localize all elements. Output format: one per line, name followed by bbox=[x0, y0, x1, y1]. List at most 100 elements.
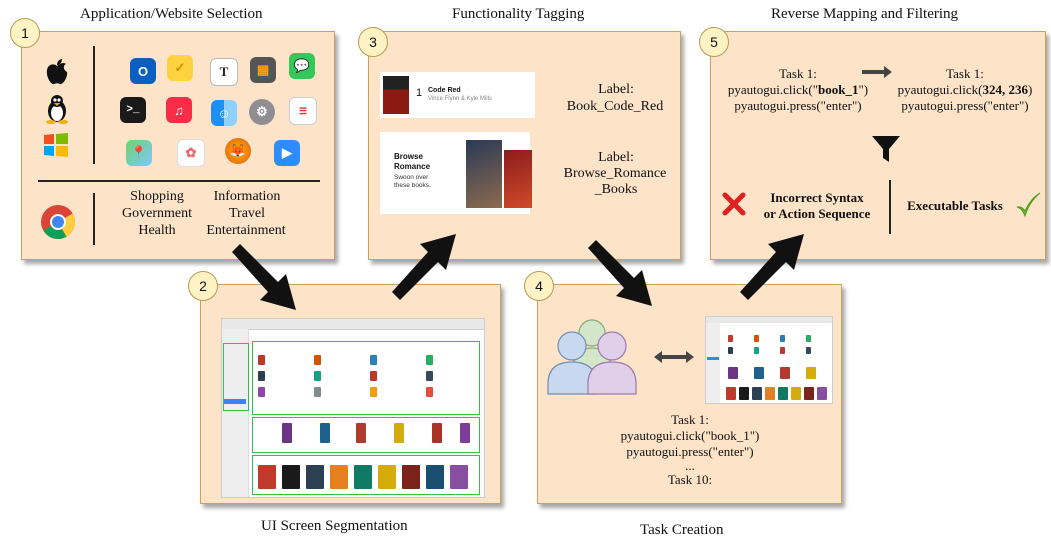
rm-left-line-click: pyautogui.click("book_1") bbox=[727, 82, 869, 97]
romance-cover-1 bbox=[466, 140, 502, 208]
coming-soon-cover bbox=[330, 465, 348, 489]
linux-icon bbox=[46, 95, 68, 124]
rm-right-line-press: pyautogui.press("enter") bbox=[901, 98, 1029, 113]
category-entertainment: Entertainment bbox=[206, 223, 286, 238]
step-badge-4: 4 bbox=[524, 271, 554, 301]
task-shot-cover bbox=[752, 387, 762, 400]
segment-box-coming-soon bbox=[252, 455, 480, 495]
windows-icon bbox=[44, 133, 68, 157]
chart-cover bbox=[258, 371, 265, 381]
book-title: Code Red bbox=[428, 87, 461, 94]
browse-title-line1: Browse bbox=[394, 152, 423, 161]
accept-check-icon bbox=[1016, 192, 1041, 218]
chart-cover bbox=[370, 371, 377, 381]
task-shot-cover bbox=[726, 387, 736, 400]
flow-arrow-4-to-5 bbox=[740, 234, 804, 300]
task-shot-cover bbox=[754, 347, 759, 354]
browse-romance-card[interactable]: Browse Romance Swoon over these books. bbox=[380, 132, 532, 214]
reject-cross-icon bbox=[722, 192, 746, 216]
panel-reverse-mapping bbox=[710, 31, 1046, 260]
typora-icon: T bbox=[210, 58, 238, 86]
terminal-icon: >_ bbox=[120, 97, 146, 123]
explore-cover bbox=[320, 423, 330, 443]
label-2-value-line1: Browse_Romance bbox=[563, 166, 667, 181]
task-shot-cover bbox=[817, 387, 827, 400]
flow-arrow-2-to-3 bbox=[392, 234, 456, 300]
screenshot-titlebar bbox=[222, 319, 484, 330]
flow-arrow-3-to-4 bbox=[588, 240, 652, 306]
task-creation-line-press: pyautogui.press("enter") bbox=[626, 444, 754, 459]
coming-soon-cover bbox=[450, 465, 468, 489]
rm-left-task-heading: Task 1: bbox=[779, 66, 817, 81]
browse-title-line2: Romance bbox=[394, 162, 431, 171]
filter-icon bbox=[872, 136, 900, 162]
incorrect-syntax-line1: Incorrect Syntax bbox=[770, 190, 864, 205]
incorrect-syntax-line2: or Action Sequence bbox=[763, 206, 871, 221]
task-creation-ellipsis: ... bbox=[685, 458, 695, 473]
task-shot-cover bbox=[728, 347, 733, 354]
bidirectional-arrow-icon bbox=[654, 351, 694, 363]
users-group-icon bbox=[547, 319, 637, 395]
task-shot-titlebar bbox=[706, 317, 832, 323]
music-icon: ♫ bbox=[166, 97, 192, 123]
rm-right-task-heading: Task 1: bbox=[946, 66, 984, 81]
screenshot-sidebar bbox=[222, 329, 249, 497]
outlook-icon: O bbox=[130, 58, 156, 84]
coming-soon-cover bbox=[354, 465, 372, 489]
explore-cover bbox=[432, 423, 442, 443]
task-creation-task-heading: Task 1: bbox=[671, 412, 709, 427]
coming-soon-cover bbox=[306, 465, 324, 489]
task-app-screenshot bbox=[705, 316, 833, 404]
title-functionality-tagging: Functionality Tagging bbox=[452, 6, 585, 22]
romance-cover-2 bbox=[504, 150, 532, 208]
coming-soon-cover bbox=[402, 465, 420, 489]
step-badge-5: 5 bbox=[699, 27, 729, 57]
settings-icon: ⚙ bbox=[249, 99, 275, 125]
chart-cover bbox=[258, 355, 265, 365]
divider-vertical-top bbox=[93, 46, 95, 164]
task-shot-selected bbox=[707, 357, 719, 360]
chrome-icon bbox=[41, 205, 75, 239]
chart-cover bbox=[258, 387, 265, 397]
divider-vertical-bottom bbox=[93, 193, 95, 245]
screenshot-selected-row bbox=[224, 399, 246, 404]
label-1-value: Book_Code_Red bbox=[566, 99, 664, 114]
category-government: Government bbox=[122, 206, 192, 221]
category-shopping: Shopping bbox=[130, 189, 184, 204]
category-travel: Travel bbox=[228, 206, 266, 221]
task-shot-cover bbox=[791, 387, 801, 400]
task-shot-cover bbox=[806, 347, 811, 354]
chart-cover bbox=[426, 371, 433, 381]
coming-soon-cover bbox=[258, 465, 276, 489]
chart-cover bbox=[370, 355, 377, 365]
segment-box-sidebar bbox=[223, 343, 249, 411]
chart-cover bbox=[370, 387, 377, 397]
label-2-heading: Label: bbox=[598, 150, 634, 165]
chart-cover bbox=[314, 355, 321, 365]
chart-cover bbox=[314, 371, 321, 381]
coming-soon-cover bbox=[282, 465, 300, 489]
chart-cover bbox=[426, 355, 433, 365]
chart-cover bbox=[314, 387, 321, 397]
apple-icon bbox=[46, 59, 68, 85]
step-badge-3: 3 bbox=[358, 27, 388, 57]
calculator-icon: ▦ bbox=[250, 57, 276, 83]
segment-box-top-charts bbox=[252, 341, 480, 415]
reminders-yellow-icon: ✓ bbox=[167, 55, 193, 81]
segment-box-more-to-explore bbox=[252, 417, 480, 453]
rm-right-line-click: pyautogui.click(324, 236) bbox=[897, 82, 1033, 97]
label-2-value-line2: _Books bbox=[594, 182, 638, 197]
task-shot-cover bbox=[804, 387, 814, 400]
zoom-icon: ▶ bbox=[274, 140, 300, 166]
book-card-code-red[interactable]: 1 Code Red Vince Flynn & Kyle Mills bbox=[380, 72, 535, 118]
messages-icon: 💬 bbox=[289, 53, 315, 79]
task-creation-line-click: pyautogui.click("book_1") bbox=[620, 428, 760, 443]
explore-cover bbox=[460, 423, 470, 443]
task-shot-cover bbox=[765, 387, 775, 400]
explore-cover bbox=[356, 423, 366, 443]
task-shot-cover bbox=[739, 387, 749, 400]
divider-horizontal bbox=[38, 180, 320, 182]
task-shot-cover bbox=[806, 335, 811, 342]
finder-icon: ☺ bbox=[211, 100, 237, 126]
task-shot-cover bbox=[728, 367, 738, 379]
